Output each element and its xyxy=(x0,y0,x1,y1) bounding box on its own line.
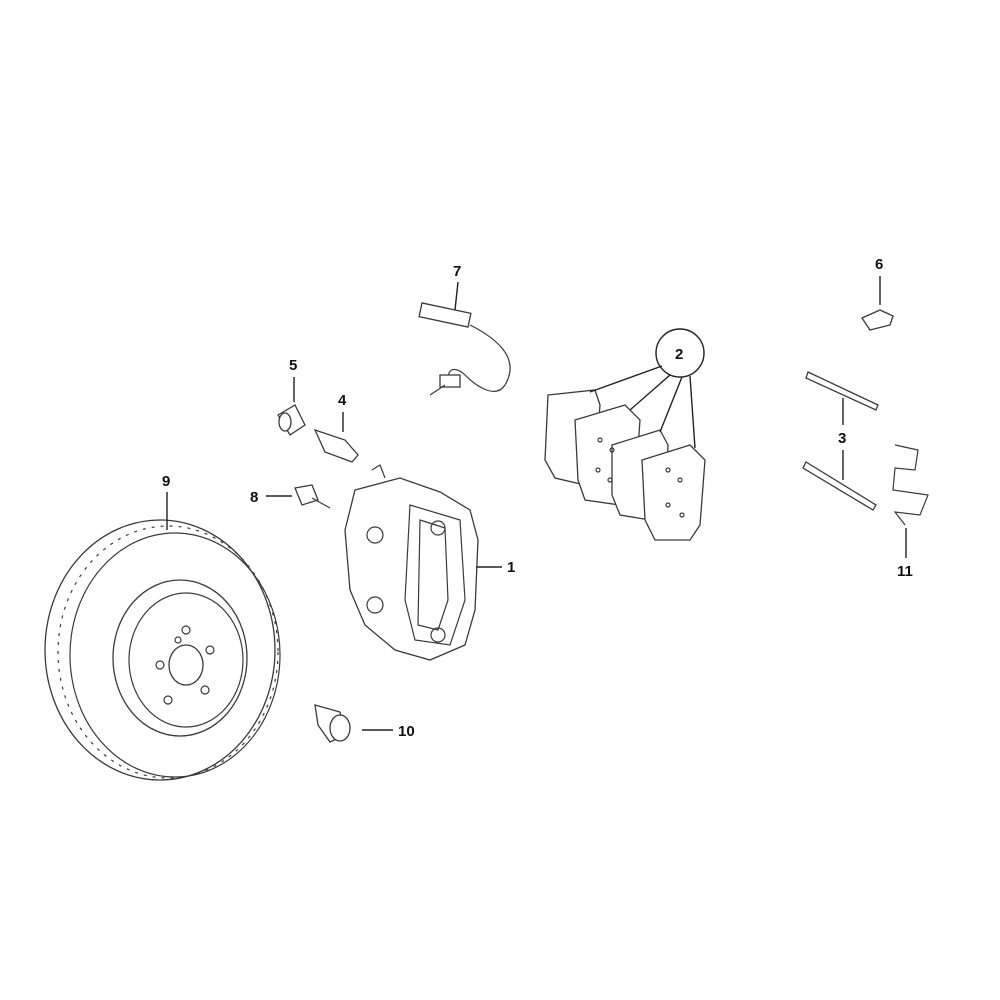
callout-9: 9 xyxy=(162,473,170,490)
callout-3: 3 xyxy=(838,430,846,447)
brake-caliper[interactable] xyxy=(344,464,479,661)
bleeder-cap[interactable] xyxy=(277,404,306,436)
wear-sensor[interactable] xyxy=(418,302,511,396)
callout-10: 10 xyxy=(398,723,415,740)
callout-2: 2 xyxy=(675,346,683,363)
disc-screw[interactable] xyxy=(314,704,351,743)
bleeder-valve[interactable] xyxy=(313,428,359,463)
callout-1: 1 xyxy=(507,559,515,576)
callout-7: 7 xyxy=(453,263,461,280)
caliper-bolt[interactable] xyxy=(294,484,331,509)
bolt[interactable] xyxy=(861,309,894,331)
brake-pads[interactable] xyxy=(544,389,706,541)
brake-disc[interactable] xyxy=(44,519,281,781)
callout-8: 8 xyxy=(250,489,258,506)
callout-5: 5 xyxy=(289,357,297,374)
leader-lines xyxy=(166,276,907,731)
guide-pins[interactable] xyxy=(802,371,879,511)
callout-11: 11 xyxy=(897,563,913,580)
spring-clip[interactable] xyxy=(892,444,929,526)
callout-4: 4 xyxy=(338,392,347,409)
callout-6: 6 xyxy=(875,256,883,273)
